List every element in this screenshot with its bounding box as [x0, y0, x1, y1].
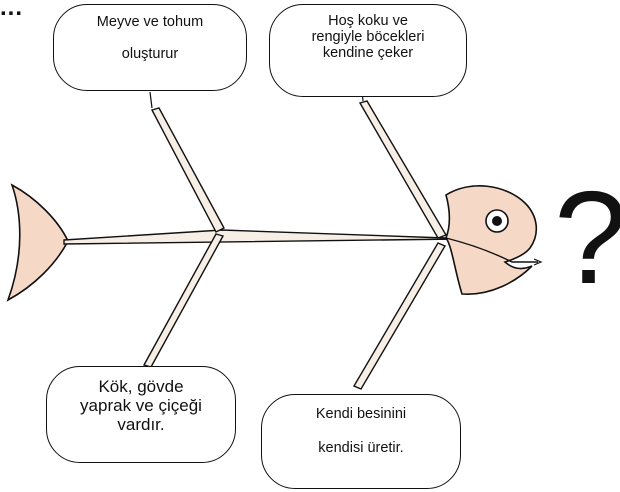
fish-head — [446, 186, 536, 294]
box-top-left: Meyve ve tohum oluşturur — [53, 4, 247, 91]
corner-text: ... — [0, 0, 23, 22]
box-bottom-left-line-3: vardır. — [47, 415, 235, 434]
box-bottom-right: Kendi besinini kendisi üretir. — [261, 394, 461, 489]
fish-spine — [64, 230, 460, 244]
box-top-right-line-3: kendine çeker — [270, 45, 466, 61]
box-bottom-left-line-2: yaprak ve çiçeği — [47, 396, 235, 415]
bone-lower-right — [354, 243, 445, 389]
box-bottom-left: Kök, gövde yaprak ve çiçeği vardır. — [46, 366, 236, 463]
box-top-right-line-1: Hoş koku ve — [270, 13, 466, 29]
bone-lower-left — [144, 234, 223, 367]
box-top-right: Hoş koku ve rengiyle böcekleri kendine ç… — [269, 4, 467, 97]
bone-upper-left — [152, 108, 224, 232]
box-top-left-line-2: oluşturur — [54, 46, 246, 62]
box-bottom-left-line-1: Kök, gövde — [47, 377, 235, 396]
box-bottom-right-line-1: Kendi besinini — [262, 406, 460, 422]
question-mark: ? — [554, 172, 620, 304]
box-top-left-line-1: Meyve ve tohum — [54, 14, 246, 30]
fish-tail — [8, 185, 68, 300]
box-bottom-right-line-2: kendisi üretir. — [262, 440, 460, 456]
fish-pupil — [492, 216, 502, 226]
box-top-right-line-2: rengiyle böcekleri — [270, 29, 466, 45]
bone-upper-right — [360, 101, 446, 238]
